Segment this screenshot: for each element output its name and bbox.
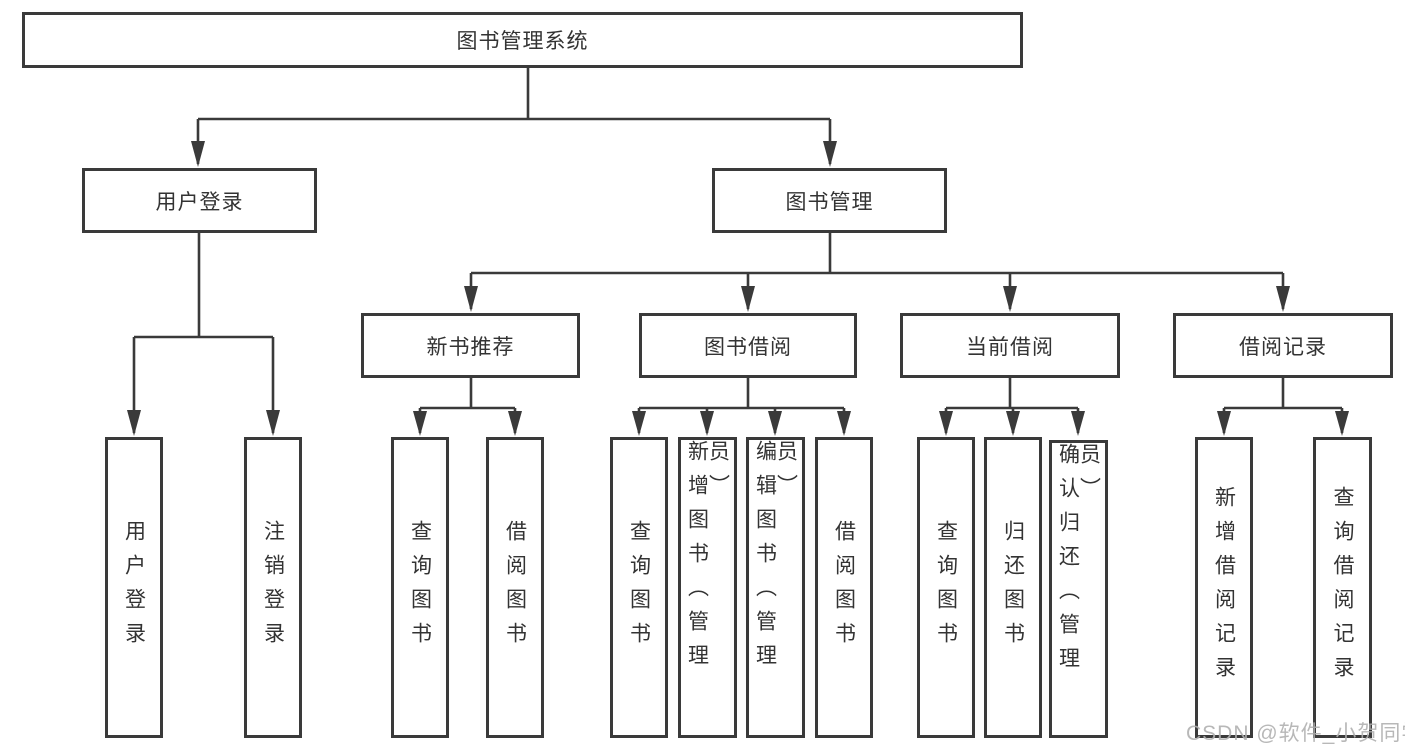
leaf-query-borrow-record: 查询借阅记录 (1313, 437, 1372, 738)
leaf-add-borrow-record-label: 新增借阅记录 (1212, 485, 1236, 690)
leaf-edit-book-admin-label: 编辑图书（管理员） (753, 440, 798, 678)
node-new-book-recommend: 新书推荐 (361, 313, 580, 378)
leaf-logout: 注销登录 (244, 437, 302, 738)
leaf-edit-book-admin: 编辑图书（管理员） (746, 437, 805, 738)
leaf-borrow-books-recommend-label: 借阅图书 (503, 519, 527, 656)
leaf-add-book-admin: 新增图书（管理员） (678, 437, 737, 738)
node-borrow-records-label: 借阅记录 (1239, 335, 1327, 359)
leaf-add-book-admin-label: 新增图书（管理员） (685, 440, 730, 678)
leaf-query-books-borrow-label: 查询图书 (627, 519, 651, 656)
node-new-book-recommend-label: 新书推荐 (426, 335, 515, 359)
node-borrow-records: 借阅记录 (1173, 313, 1393, 378)
leaf-logout-label: 注销登录 (261, 519, 285, 656)
leaf-add-borrow-record: 新增借阅记录 (1195, 437, 1253, 738)
leaf-query-books-recommend: 查询图书 (391, 437, 449, 738)
node-current-borrow-label: 当前借阅 (966, 335, 1054, 359)
leaf-borrow-books-label: 借阅图书 (832, 519, 856, 656)
leaf-confirm-return-admin-label: 确认归还（管理员） (1056, 443, 1101, 681)
leaf-return-book: 归还图书 (984, 437, 1042, 738)
leaf-query-books-current-label: 查询图书 (934, 519, 958, 656)
node-book-borrow: 图书借阅 (639, 313, 857, 378)
node-current-borrow: 当前借阅 (900, 313, 1120, 378)
node-book-borrow-label: 图书借阅 (704, 335, 792, 359)
node-user-login-label: 用户登录 (155, 190, 244, 214)
leaf-confirm-return-admin: 确认归还（管理员） (1049, 440, 1108, 738)
leaf-query-books-borrow: 查询图书 (610, 437, 668, 738)
leaf-query-books-current: 查询图书 (917, 437, 975, 738)
leaf-borrow-books: 借阅图书 (815, 437, 873, 738)
csdn-watermark: CSDN @软件_小贺同学 (1186, 722, 1405, 745)
leaf-user-login-label: 用户登录 (122, 519, 146, 656)
leaf-query-books-recommend-label: 查询图书 (408, 519, 432, 656)
node-root-label: 图书管理系统 (456, 30, 589, 53)
leaf-borrow-books-recommend: 借阅图书 (486, 437, 544, 738)
leaf-query-borrow-record-label: 查询借阅记录 (1331, 485, 1354, 690)
node-root: 图书管理系统 (22, 12, 1023, 68)
leaf-return-book-label: 归还图书 (1001, 519, 1025, 656)
node-book-management-label: 图书管理 (785, 190, 874, 214)
node-book-management: 图书管理 (712, 168, 947, 233)
leaf-user-login: 用户登录 (105, 437, 163, 738)
node-user-login: 用户登录 (82, 168, 317, 233)
